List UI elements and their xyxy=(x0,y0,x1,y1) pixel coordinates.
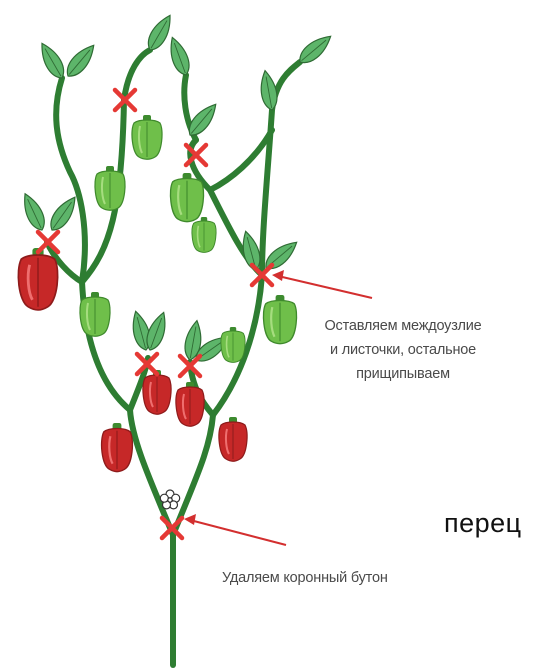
remove-crown-bud-note: Удаляем коронный бутон xyxy=(222,566,388,590)
note-line-3: прищипываем xyxy=(298,362,508,386)
note-line-1: Оставляем междоузлие xyxy=(298,314,508,338)
red-peppers xyxy=(18,248,247,472)
side-label: перец xyxy=(444,508,522,539)
flower-outline-icon xyxy=(160,490,179,509)
note-line-2: и листочки, остальное xyxy=(298,338,508,362)
keep-internodes-note: Оставляем междоузлие и листочки, остальн… xyxy=(298,314,508,386)
